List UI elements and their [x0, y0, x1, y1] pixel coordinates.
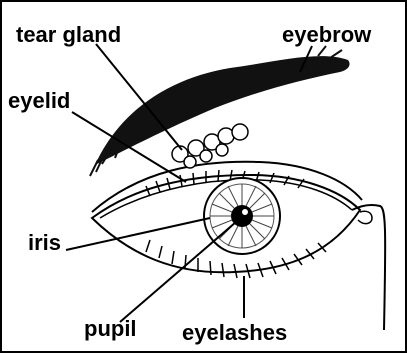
label-pupil: pupil	[84, 316, 137, 341]
label-eyebrow: eyebrow	[282, 22, 372, 47]
label-eyelid: eyelid	[8, 88, 70, 113]
label-iris: iris	[28, 230, 61, 255]
label-eyelashes: eyelashes	[182, 320, 287, 345]
label-tear-gland: tear gland	[16, 22, 121, 47]
